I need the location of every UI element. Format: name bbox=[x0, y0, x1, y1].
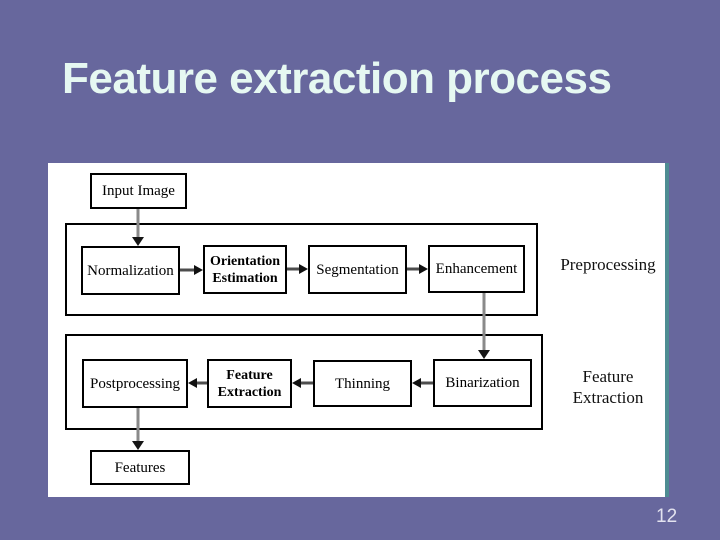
arrow-head-right-icon bbox=[299, 264, 308, 274]
arrow-head-down-icon bbox=[132, 441, 144, 450]
box-features-label: Features bbox=[114, 459, 166, 476]
box-segmentation: Segmentation bbox=[308, 245, 407, 294]
box-feature-extraction-label: Feature Extraction bbox=[217, 367, 282, 400]
arrow-feature-extraction-to-postprocessing-icon bbox=[188, 377, 207, 389]
arrow-line bbox=[407, 267, 420, 271]
box-orientation-estimation-label: Orientation Estimation bbox=[210, 253, 280, 286]
arrow-line bbox=[180, 268, 195, 272]
diagram-panel: Input Image Normalization Orientation Es… bbox=[48, 163, 669, 497]
arrow-head-right-icon bbox=[419, 264, 428, 274]
arrow-line bbox=[482, 293, 486, 351]
arrow-postprocessing-to-features-icon bbox=[132, 408, 144, 450]
arrow-input-to-normalization-icon bbox=[132, 209, 144, 246]
arrow-line bbox=[136, 209, 140, 238]
box-enhancement: Enhancement bbox=[428, 245, 525, 293]
arrow-line bbox=[420, 381, 433, 385]
arrow-head-down-icon bbox=[132, 237, 144, 246]
arrow-enhancement-to-binarization-icon bbox=[478, 293, 490, 359]
arrow-head-right-icon bbox=[194, 265, 203, 275]
arrow-head-down-icon bbox=[478, 350, 490, 359]
arrow-binarization-to-thinning-icon bbox=[412, 377, 433, 389]
arrow-segmentation-to-enhancement-icon bbox=[407, 263, 428, 275]
arrow-orientation-to-segmentation-icon bbox=[287, 263, 308, 275]
page-number: 12 bbox=[656, 506, 678, 527]
box-orientation-estimation: Orientation Estimation bbox=[203, 245, 287, 294]
label-preprocessing: Preprocessing bbox=[560, 255, 656, 274]
box-enhancement-label: Enhancement bbox=[435, 261, 518, 277]
arrow-line bbox=[136, 408, 140, 442]
box-binarization-label: Binarization bbox=[445, 375, 520, 391]
label-feature-extraction-line2: Extraction bbox=[572, 388, 644, 407]
arrow-line bbox=[300, 381, 313, 385]
box-feature-extraction: Feature Extraction bbox=[207, 359, 292, 408]
arrow-head-left-icon bbox=[292, 378, 301, 388]
box-normalization-label: Normalization bbox=[87, 262, 174, 279]
box-input-image: Input Image bbox=[90, 173, 187, 209]
label-feature-extraction: Feature Extraction bbox=[551, 366, 665, 408]
box-thinning-label: Thinning bbox=[335, 375, 390, 392]
box-input-image-label: Input Image bbox=[102, 183, 175, 199]
box-features: Features bbox=[90, 450, 190, 485]
arrow-line bbox=[287, 267, 300, 271]
box-binarization: Binarization bbox=[433, 359, 532, 407]
slide-title: Feature extraction process bbox=[62, 54, 612, 103]
box-thinning: Thinning bbox=[313, 360, 412, 407]
arrow-line bbox=[196, 381, 207, 385]
arrow-head-left-icon bbox=[188, 378, 197, 388]
box-postprocessing: Postprocessing bbox=[82, 359, 188, 408]
box-segmentation-label: Segmentation bbox=[316, 261, 399, 278]
arrow-thinning-to-feature-extraction-icon bbox=[292, 377, 313, 389]
box-normalization: Normalization bbox=[81, 246, 180, 295]
arrow-head-left-icon bbox=[412, 378, 421, 388]
box-postprocessing-label: Postprocessing bbox=[90, 375, 180, 392]
label-feature-extraction-line1: Feature bbox=[582, 367, 634, 386]
arrow-normalization-to-orientation-icon bbox=[180, 264, 203, 276]
